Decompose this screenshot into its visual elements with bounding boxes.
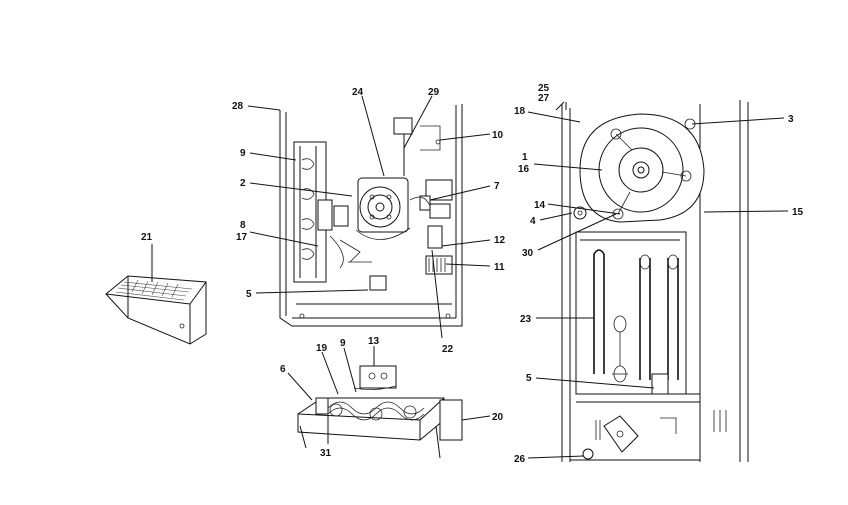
part-label-20: 20 <box>492 412 504 423</box>
part-label-9-heater: 9 <box>340 338 346 349</box>
part-label-5: 5 <box>246 289 252 300</box>
part-label-15: 15 <box>792 207 804 218</box>
part-label-19: 19 <box>316 343 328 354</box>
part-label-12: 12 <box>494 235 506 246</box>
part-labels: 28 24 29 10 9 2 7 8 17 12 11 21 5 22 19 … <box>141 83 804 465</box>
part-label-16: 16 <box>518 164 530 175</box>
grille-assembly <box>105 275 207 345</box>
part-label-21: 21 <box>141 232 153 243</box>
part-label-27: 27 <box>538 93 550 104</box>
part-label-17: 17 <box>236 232 248 243</box>
cabinet-assembly <box>279 104 463 327</box>
part-label-8: 8 <box>240 220 246 231</box>
part-label-11: 11 <box>494 262 505 273</box>
part-label-26: 26 <box>514 454 526 465</box>
part-label-18: 18 <box>514 106 526 117</box>
part-label-13: 13 <box>368 336 380 347</box>
part-label-23: 23 <box>520 314 532 325</box>
part-label-29: 29 <box>428 87 440 98</box>
part-label-6: 6 <box>280 364 286 375</box>
part-label-28: 28 <box>232 101 244 112</box>
part-label-25: 25 <box>538 83 550 94</box>
part-label-30: 30 <box>522 248 534 259</box>
part-label-24: 24 <box>352 87 364 98</box>
leader-lines <box>151 95 789 459</box>
heater-assembly <box>297 365 463 459</box>
part-label-4: 4 <box>530 216 536 227</box>
part-label-31: 31 <box>320 448 332 459</box>
part-label-10: 10 <box>492 130 504 141</box>
main-unit-assembly <box>561 100 749 462</box>
part-label-14: 14 <box>534 200 546 211</box>
part-label-7: 7 <box>494 181 500 192</box>
part-label-3: 3 <box>788 114 794 125</box>
part-label-1: 1 <box>522 152 528 163</box>
part-label-22: 22 <box>442 344 454 355</box>
part-label-9: 9 <box>240 148 246 159</box>
part-label-2: 2 <box>240 178 246 189</box>
part-label-5-unit: 5 <box>526 373 532 384</box>
